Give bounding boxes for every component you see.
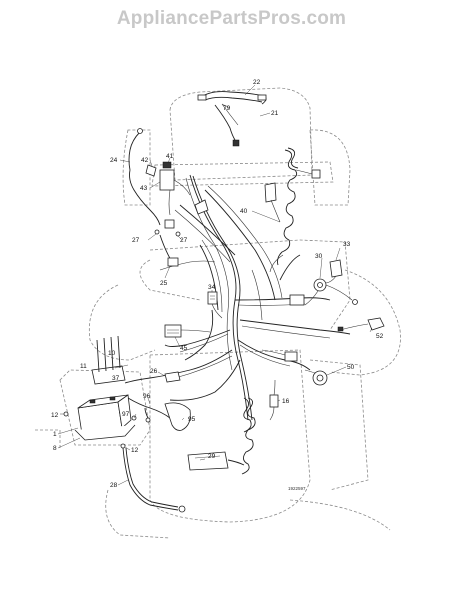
bolt-12-right <box>120 443 126 449</box>
plug-34 <box>207 291 218 305</box>
callout-42: 42 <box>141 157 149 164</box>
callout-95: 95 <box>188 416 196 423</box>
connector-52 <box>337 317 385 332</box>
switch-30-center <box>317 282 323 288</box>
module-45-body <box>164 324 182 338</box>
coiled-conduit-lower <box>241 397 256 475</box>
module-45 <box>164 324 211 338</box>
callout-22: 22 <box>253 79 261 86</box>
battery-terminal-pos <box>109 396 116 401</box>
diagram-code: 1922597 <box>288 486 306 491</box>
coiled-conduit-40 <box>269 147 299 273</box>
terminal-96 <box>145 417 151 423</box>
bolt-12-left <box>63 411 69 417</box>
solenoid-50-core <box>316 374 324 382</box>
callout-96: 96 <box>143 393 151 400</box>
callout-43: 43 <box>140 185 148 192</box>
battery-terminal-neg <box>89 399 96 404</box>
watermark-text: AppliancePartsPros.com <box>116 8 347 29</box>
connector-34 <box>207 291 223 319</box>
connector-16 <box>269 379 279 421</box>
headlight-connector-right <box>257 94 267 101</box>
callout-52: 52 <box>376 333 384 340</box>
battery-hold-down-11 <box>91 365 126 385</box>
starter-solenoid-95 <box>164 402 191 431</box>
battery-side <box>117 394 132 429</box>
wire-24 <box>128 128 161 226</box>
callout-45: 45 <box>180 345 188 352</box>
callout-25: 25 <box>160 280 168 287</box>
connector-top-right <box>264 169 321 223</box>
callout-28: 28 <box>110 482 118 489</box>
callout-30: 30 <box>315 253 323 260</box>
starter-cable <box>127 397 191 431</box>
callout-27-right: 27 <box>180 237 188 244</box>
callout-41: 41 <box>166 153 174 160</box>
callout-26: 26 <box>150 368 158 375</box>
connector-26 <box>164 371 181 383</box>
callout-33: 33 <box>343 241 351 248</box>
battery-tray-8 <box>74 424 136 441</box>
relay-assembly <box>154 199 209 267</box>
plug-52 <box>367 317 385 331</box>
plug-26 <box>164 371 181 383</box>
pin-52 <box>337 326 344 332</box>
terminal-27-left <box>154 229 160 235</box>
cable-28 <box>122 447 186 513</box>
pto-switch-area <box>304 259 358 306</box>
switch-clip-42 <box>145 164 157 177</box>
callout-12-left: 12 <box>51 412 59 419</box>
callout-40: 40 <box>240 208 248 215</box>
callout-8: 8 <box>53 445 57 452</box>
plug-right-a <box>311 169 321 179</box>
leader-lines <box>57 84 373 486</box>
headlight-connector-left <box>197 94 207 101</box>
harness-plug <box>232 139 240 147</box>
pto-switch-33 <box>329 259 343 278</box>
ignition-switch-body <box>159 169 175 191</box>
callout-labels: 22 79 21 24 42 41 43 40 33 27 27 30 25 3… <box>51 79 384 491</box>
connector-right-cluster <box>261 294 305 362</box>
relay-27 <box>164 219 175 229</box>
callout-29: 29 <box>208 453 216 460</box>
connector-c <box>194 199 209 215</box>
plug-40 <box>264 182 277 203</box>
plug-right-c <box>284 351 298 362</box>
callout-11: 11 <box>80 363 87 370</box>
callout-1: 1 <box>53 431 57 438</box>
callout-79: 79 <box>223 105 231 112</box>
tractor-outline <box>35 87 401 539</box>
plug-right-b <box>289 294 305 306</box>
connector-25 <box>167 257 179 267</box>
plug-29 <box>187 451 229 471</box>
callout-21: 21 <box>271 110 279 117</box>
headlight-harness <box>197 91 267 147</box>
main-harness <box>124 174 351 421</box>
battery-assembly <box>63 335 137 449</box>
callout-34: 34 <box>208 284 216 291</box>
terminal-27-right <box>175 231 181 237</box>
callout-16: 16 <box>282 398 290 405</box>
callout-50: 50 <box>347 364 355 371</box>
ignition-key <box>162 161 172 169</box>
callout-10: 10 <box>108 350 116 357</box>
callout-37: 37 <box>112 375 120 382</box>
terminal-30 <box>352 299 358 305</box>
ignition-switch <box>145 161 191 216</box>
callout-27-left: 27 <box>132 237 140 244</box>
callout-97: 97 <box>122 411 130 418</box>
ring-terminal-24 <box>137 128 143 134</box>
callout-12-right: 12 <box>131 447 139 454</box>
connector-29 <box>187 451 245 471</box>
plug-16 <box>269 394 279 408</box>
ring-terminal-28 <box>178 505 186 513</box>
callout-24: 24 <box>110 157 118 164</box>
component-50 <box>304 369 328 386</box>
